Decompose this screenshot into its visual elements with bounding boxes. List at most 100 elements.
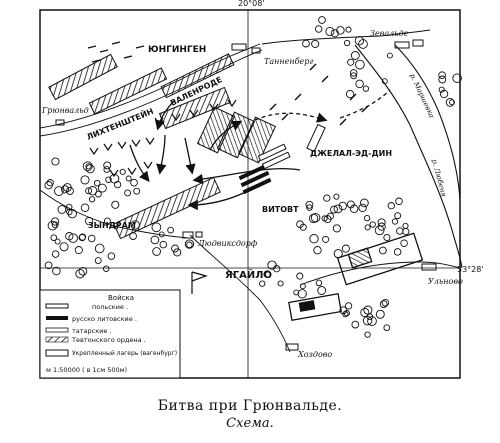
tree-mark <box>78 233 86 242</box>
tree-mark <box>309 234 319 244</box>
tree-mark <box>111 200 120 209</box>
tree-mark <box>330 29 339 38</box>
tree-mark <box>133 187 141 195</box>
tree-mark <box>85 187 93 195</box>
tree-mark <box>377 218 386 227</box>
tree-mark <box>314 25 323 33</box>
tree-mark <box>330 205 338 214</box>
tree-mark <box>383 233 391 242</box>
tree-mark <box>171 244 179 253</box>
tree-mark <box>375 309 385 319</box>
tree-mark <box>341 244 350 253</box>
tree-mark <box>313 246 322 255</box>
tree-mark <box>338 201 348 211</box>
tree-mark <box>322 235 330 243</box>
tree-mark <box>402 227 410 236</box>
tree-mark <box>125 175 132 182</box>
legend-label-teutonic: Тевтонского ордена . <box>71 336 146 344</box>
tree-mark <box>391 218 399 225</box>
tree-mark <box>318 16 326 24</box>
tree-mark <box>68 233 78 243</box>
hills <box>87 41 369 126</box>
tree-mark <box>449 99 455 106</box>
tree-mark <box>51 250 60 258</box>
tree-mark <box>347 58 355 66</box>
tree-mark <box>343 39 351 47</box>
tree-mark <box>306 204 313 211</box>
tree-mark <box>394 212 402 220</box>
movement-arrows <box>129 89 391 211</box>
tree-mark <box>400 239 408 247</box>
tree-mark <box>333 193 340 200</box>
tree-mark <box>383 324 391 332</box>
tree-mark <box>277 280 284 287</box>
legend-swatch-russo-lithuanian <box>46 316 68 320</box>
tree-mark <box>396 227 404 235</box>
tree-mark <box>297 289 307 299</box>
place-khozdowo: Хоздово <box>297 350 332 359</box>
tree-mark <box>184 239 195 249</box>
tree-mark <box>186 241 193 249</box>
tree-mark <box>94 243 105 254</box>
tree-mark <box>350 51 360 60</box>
tree-mark <box>50 234 58 242</box>
caption-title: Битва при Грюнвальде. <box>157 398 343 414</box>
place-uhlnowo: Ульново <box>428 277 463 286</box>
tree-mark <box>310 212 321 223</box>
tree-mark <box>85 164 95 174</box>
tree-mark <box>113 180 122 189</box>
tree-mark <box>130 178 138 187</box>
tree-mark <box>395 197 403 206</box>
label-jagailo: ЯГАЙЛО <box>225 268 272 281</box>
tree-mark <box>150 235 160 245</box>
tree-mark <box>259 280 266 287</box>
legend-swatch-tatar <box>45 327 69 333</box>
polish-camp <box>288 232 424 321</box>
tree-mark <box>438 86 445 93</box>
tree-mark <box>51 157 60 166</box>
tree-mark <box>151 222 162 233</box>
tree-mark <box>47 220 58 231</box>
tree-mark <box>438 75 447 84</box>
tree-mark <box>345 89 355 99</box>
tree-mark <box>60 185 70 194</box>
tree-mark <box>350 72 358 80</box>
tree-mark <box>74 246 83 255</box>
tree-mark <box>360 307 370 318</box>
label-zyndram: ЗЫНДРАМ <box>88 221 136 230</box>
tree-mark <box>360 198 369 208</box>
tree-mark <box>363 214 371 222</box>
tree-mark <box>377 222 386 231</box>
tree-mark <box>364 331 371 338</box>
place-tannenberg: Танненберг <box>264 57 313 66</box>
tree-mark <box>342 310 349 318</box>
tree-mark <box>54 186 64 196</box>
tree-mark <box>325 26 335 37</box>
forest-areas <box>44 16 462 338</box>
tree-mark <box>296 272 304 280</box>
tree-mark <box>88 196 96 203</box>
tree-mark <box>82 161 93 172</box>
tree-mark <box>362 315 373 326</box>
tree-mark <box>102 265 110 272</box>
tree-mark <box>173 248 182 257</box>
legend-label-polish: польские . <box>92 303 128 311</box>
tree-mark <box>305 200 314 209</box>
tree-mark <box>87 186 98 196</box>
rivers <box>354 44 463 269</box>
tree-mark <box>323 194 331 202</box>
tree-mark <box>349 69 358 77</box>
tree-mark <box>87 234 96 243</box>
tree-mark <box>345 26 352 33</box>
caption-subtitle: Схема. <box>226 416 274 431</box>
formation-marks <box>89 99 237 178</box>
tree-mark <box>355 59 365 70</box>
tree-mark <box>381 298 390 307</box>
tree-mark <box>84 216 94 226</box>
battle-map: 20°08' 53°28' р. Маршевка р. Любеня <box>39 0 484 379</box>
tree-mark <box>364 224 371 231</box>
legend-swatch-polish <box>45 303 69 309</box>
tree-mark <box>119 168 126 175</box>
tree-mark <box>381 78 388 85</box>
label-jungingen: ЮНГИНГЕН <box>148 45 206 55</box>
